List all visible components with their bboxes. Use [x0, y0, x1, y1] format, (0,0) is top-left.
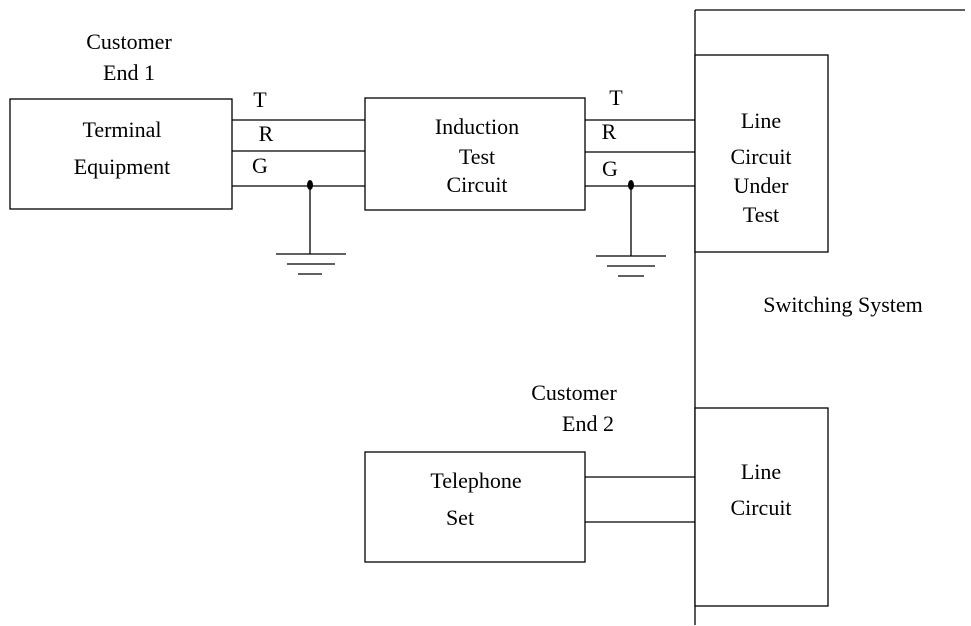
conductor-g-right-label: G [602, 156, 618, 181]
line-circuit-line1: Line [741, 459, 781, 484]
customer-end-1-line1: Customer [86, 29, 172, 54]
telephone-set-line2: Set [446, 505, 474, 530]
induction-test-circuit-line2: Test [459, 144, 495, 169]
line-circuit-under-test-line1: Line [741, 108, 781, 133]
conductor-r-left-label: R [259, 121, 274, 146]
conductor-t-right-label: T [609, 85, 623, 110]
conductor-t-left-label: T [253, 87, 267, 112]
telephone-set-box: Telephone Set [364, 451, 586, 563]
switching-system-label: Switching System [763, 292, 923, 317]
line-circuit-under-test-line4: Test [743, 202, 779, 227]
customer-end-2-line1: Customer [531, 380, 617, 405]
customer-end-1-label: Customer End 1 [86, 29, 172, 85]
line-circuit-under-test-line2: Circuit [730, 144, 791, 169]
induction-test-circuit-box: Induction Test Circuit [364, 97, 586, 211]
induction-test-circuit-line3: Circuit [446, 172, 507, 197]
customer-end-1-line2: End 1 [103, 60, 155, 85]
terminal-equipment-box: Terminal Equipment [9, 98, 233, 210]
terminal-equipment-line1: Terminal [82, 117, 161, 142]
conductor-g-left-label: G [252, 153, 268, 178]
conductors-left: T R G [232, 87, 370, 187]
telephone-set-line1: Telephone [430, 468, 521, 493]
conductors-right: T R G [585, 85, 695, 187]
customer-end-2-line2: End 2 [562, 411, 614, 436]
line-circuit-under-test-box: Line Circuit Under Test [694, 54, 829, 253]
ground-symbol-left [276, 180, 346, 275]
conductor-r-right-label: R [602, 119, 617, 144]
telephone-line-pair [585, 476, 695, 523]
customer-end-2-label: Customer End 2 [531, 380, 617, 436]
line-circuit-under-test-line3: Under [734, 173, 790, 198]
induction-test-circuit-line1: Induction [435, 114, 519, 139]
line-circuit-box: Line Circuit [694, 407, 829, 607]
ground-symbol-right [596, 180, 666, 277]
line-circuit-line2: Circuit [730, 495, 791, 520]
terminal-equipment-line2: Equipment [74, 154, 171, 179]
